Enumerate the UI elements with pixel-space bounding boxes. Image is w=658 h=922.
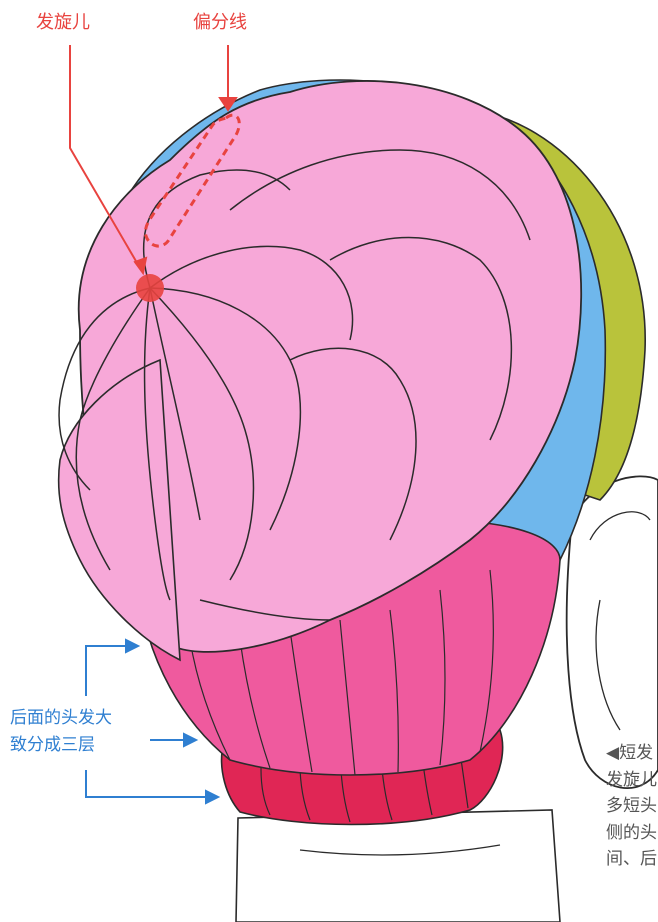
whorl-label: 发旋儿 [36, 14, 90, 32]
hair-lower-lobe [59, 360, 180, 660]
part-line-label: 偏分线 [193, 14, 247, 32]
layers-label-line-2: 致分成三层 [10, 732, 95, 759]
caption-line: 多短头 [606, 793, 658, 820]
caption-line: ◀短发 [606, 740, 658, 767]
whorl-dot [136, 274, 164, 302]
caption-line: 发旋儿 [606, 767, 658, 794]
neck [236, 810, 560, 922]
caption-text: ◀短发 发旋儿 多短头 侧的头 间、后 [606, 740, 658, 873]
caption-line: 间、后 [606, 846, 658, 873]
layers-label-line-1: 后面的头发大 [10, 705, 112, 732]
caption-line: 侧的头 [606, 820, 658, 847]
